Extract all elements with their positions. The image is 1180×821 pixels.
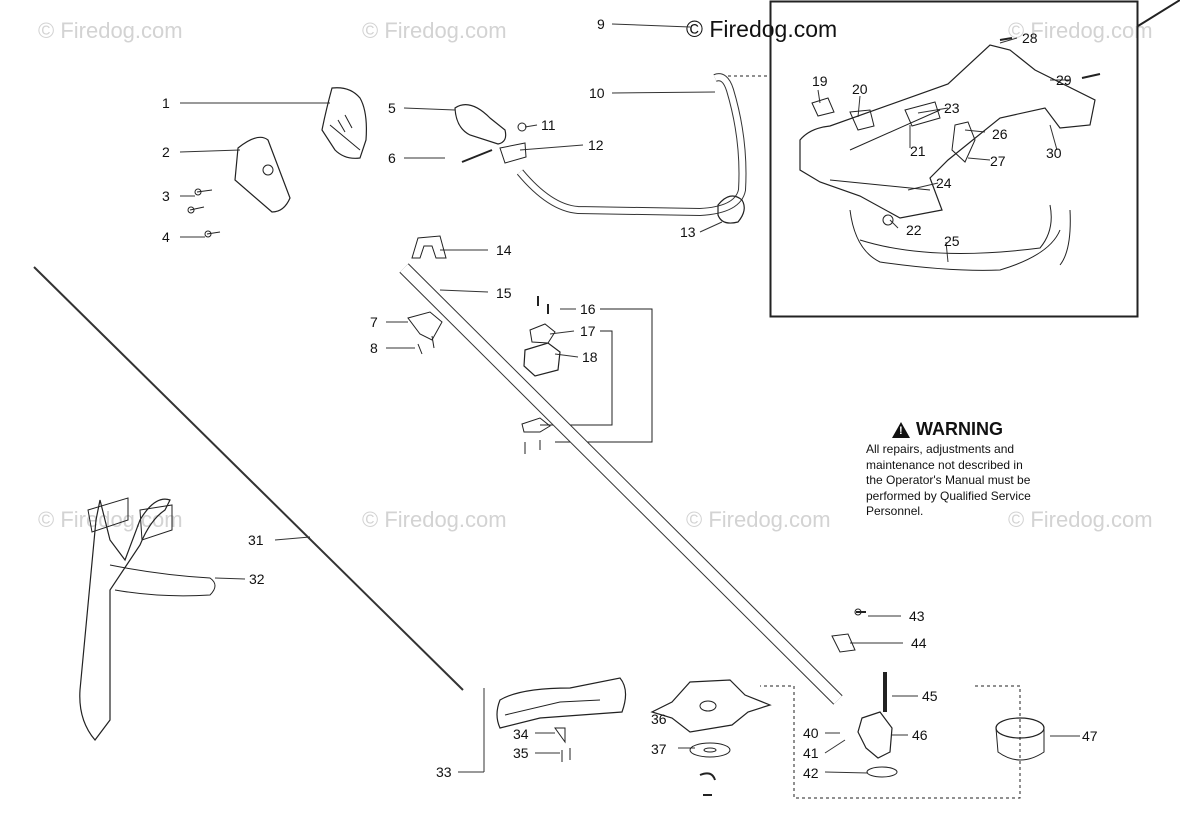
callout-16: 16 bbox=[580, 301, 596, 317]
callout-41: 41 bbox=[803, 745, 819, 761]
watermark: © Firedog.com bbox=[38, 18, 183, 43]
warning-line: the Operator's Manual must be bbox=[866, 473, 1031, 487]
callout-18: 18 bbox=[582, 349, 598, 365]
callout-36: 36 bbox=[651, 711, 667, 727]
callout-9: 9 bbox=[597, 16, 605, 32]
watermark: © Firedog.com bbox=[1008, 18, 1153, 43]
watermark: © Firedog.com bbox=[362, 18, 507, 43]
callout-12: 12 bbox=[588, 137, 604, 153]
watermark: © Firedog.com bbox=[1008, 507, 1153, 532]
callout-34: 34 bbox=[513, 726, 529, 742]
callout-10: 10 bbox=[589, 85, 605, 101]
callout-21: 21 bbox=[910, 143, 926, 159]
watermark: © Firedog.com bbox=[362, 507, 507, 532]
callout-24: 24 bbox=[936, 175, 952, 191]
callout-13: 13 bbox=[680, 224, 696, 240]
callout-35: 35 bbox=[513, 745, 529, 761]
callout-6: 6 bbox=[388, 150, 396, 166]
callout-45: 45 bbox=[922, 688, 938, 704]
warning-notice: ! WARNING All repairs, adjustments and m… bbox=[866, 419, 1076, 520]
callout-27: 27 bbox=[990, 153, 1006, 169]
callout-8: 8 bbox=[370, 340, 378, 356]
callout-20: 20 bbox=[852, 81, 868, 97]
callout-29: 29 bbox=[1056, 72, 1072, 88]
callout-1: 1 bbox=[162, 95, 170, 111]
warning-heading: ! WARNING bbox=[892, 419, 1076, 440]
warning-title: WARNING bbox=[916, 419, 1003, 439]
callout-26: 26 bbox=[992, 126, 1008, 142]
callout-40: 40 bbox=[803, 725, 819, 741]
copyright-notice: © Firedog.com bbox=[686, 16, 838, 42]
warning-line: maintenance not described in bbox=[866, 457, 1023, 472]
callout-22: 22 bbox=[906, 222, 922, 238]
callout-3: 3 bbox=[162, 188, 170, 204]
callout-14: 14 bbox=[496, 242, 512, 258]
warning-triangle-icon: ! bbox=[892, 421, 910, 438]
callout-44: 44 bbox=[911, 635, 927, 651]
callout-5: 5 bbox=[388, 100, 396, 116]
callout-32: 32 bbox=[249, 571, 265, 587]
warning-line: All repairs, adjustments and bbox=[866, 442, 1015, 456]
callout-17: 17 bbox=[580, 323, 596, 339]
warning-line: performed by Qualified Service bbox=[866, 488, 1031, 503]
callout-15: 15 bbox=[496, 285, 512, 301]
callout-19: 19 bbox=[812, 73, 828, 89]
warning-line: Personnel. bbox=[866, 504, 924, 518]
callout-47: 47 bbox=[1082, 728, 1098, 744]
callout-25: 25 bbox=[944, 233, 960, 249]
callout-7: 7 bbox=[370, 314, 378, 330]
callout-30: 30 bbox=[1046, 145, 1062, 161]
callout-46: 46 bbox=[912, 727, 928, 743]
callout-31: 31 bbox=[248, 532, 264, 548]
callout-23: 23 bbox=[944, 100, 960, 116]
callout-11: 11 bbox=[541, 117, 556, 133]
warning-text: All repairs, adjustments and maintenance… bbox=[866, 442, 1076, 520]
callout-43: 43 bbox=[909, 608, 925, 624]
callout-33: 33 bbox=[436, 764, 452, 780]
callout-42: 42 bbox=[803, 765, 819, 781]
watermark: © Firedog.com bbox=[686, 507, 831, 532]
callout-2: 2 bbox=[162, 144, 170, 160]
callout-4: 4 bbox=[162, 229, 170, 245]
callout-37: 37 bbox=[651, 741, 667, 757]
inset-handle-box bbox=[769, 0, 1139, 318]
callout-28: 28 bbox=[1022, 30, 1038, 46]
watermark: © Firedog.com bbox=[38, 507, 183, 532]
